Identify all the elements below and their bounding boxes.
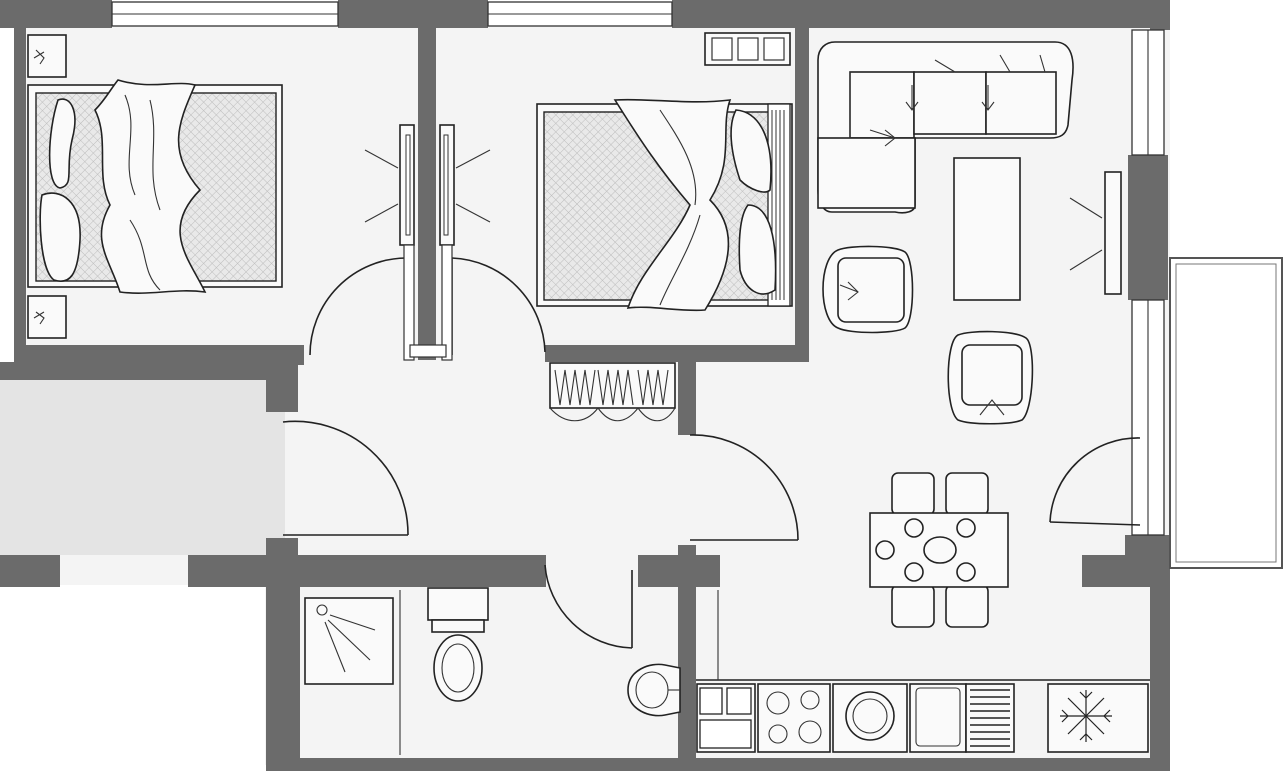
outside-left-bottom: [0, 585, 265, 771]
kitchen-counter: [696, 590, 1150, 681]
walls: [0, 0, 1170, 771]
hob: [757, 683, 831, 753]
tv-unit: [1069, 171, 1122, 295]
washbasin: [627, 663, 681, 717]
corner-sofa: [817, 41, 1074, 214]
nightstand-bottom: [27, 295, 67, 339]
dining-chairs: [891, 472, 989, 628]
windows: [111, 1, 1165, 536]
oven: [909, 683, 967, 753]
nightstand-top: [27, 34, 67, 78]
coffee-table: [953, 157, 1021, 301]
toilet: [427, 587, 489, 702]
kitchen-sink: [696, 683, 756, 753]
shower-tray: [304, 597, 394, 685]
wardrobe-double: [364, 124, 491, 361]
shaded-area: [0, 380, 285, 555]
double-bed-right: [536, 98, 793, 312]
washing-machine: [832, 683, 908, 753]
armchair-left: [822, 245, 914, 334]
dining-table: [869, 512, 1009, 588]
dishwasher: [965, 683, 1015, 753]
small-cabinet: [704, 32, 791, 66]
double-bed-left: [27, 79, 283, 294]
armchair-right: [947, 330, 1034, 425]
balcony: [1169, 257, 1283, 569]
shoe-rack: [549, 362, 676, 422]
fridge: [1047, 683, 1149, 753]
